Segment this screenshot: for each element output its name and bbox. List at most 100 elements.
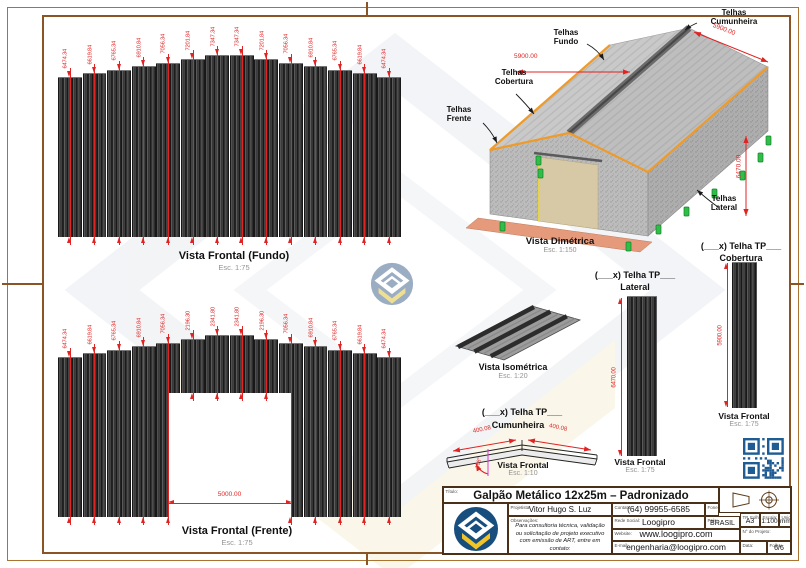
arrowhead: [362, 67, 367, 74]
arrowhead: [362, 237, 367, 243]
telha-cumunheira-vf: Vista Frontal: [497, 460, 549, 470]
roof-edge-highlights: [489, 44, 769, 173]
arrowhead: [190, 393, 195, 400]
arrowhead: [724, 401, 729, 407]
arrowhead: [190, 237, 195, 243]
dimension-leader: [339, 60, 341, 245]
dimension-leader: [69, 68, 71, 245]
arrowhead: [92, 347, 97, 354]
telha-lateral-vf: Vista Frontal: [614, 457, 666, 467]
arrowhead: [141, 60, 146, 67]
arrowhead: [337, 343, 342, 350]
panel-length-dimension: 6619.84: [357, 324, 364, 345]
telha-cumunheira-scale: Esc. 1:10: [508, 470, 538, 477]
phone-cell: Fone:: [705, 503, 719, 516]
arrowhead: [214, 237, 219, 243]
dimension-leader: [217, 326, 219, 402]
arrowhead: [312, 517, 317, 523]
project-title: Galpão Metálico 12x25m – Padronizado: [473, 489, 689, 502]
email-address: engenharia@loogipro.com: [626, 542, 726, 552]
entry-ramp: [465, 217, 653, 253]
arrowhead: [165, 517, 170, 523]
panel-length-dimension: 6910.84: [136, 317, 143, 338]
dimension-line: [620, 298, 622, 456]
roof-slope-dimension: 5900.00: [514, 53, 538, 60]
dimetrica-title: Vista Dimétrica: [525, 236, 595, 247]
notes-text: Para consultoria técnica, validação ou s…: [515, 523, 605, 552]
panel-length-dimension: 6910.84: [308, 317, 315, 338]
arrowhead: [214, 393, 219, 400]
centering-tick-right: [791, 283, 804, 285]
arrowhead: [337, 237, 342, 243]
telha-lateral-panel: [627, 296, 657, 456]
dimension-leader: [241, 46, 243, 245]
loogipro-logo: [454, 506, 498, 551]
fundo-scale: Esc. 1:75: [218, 263, 250, 272]
arrowhead: [285, 500, 292, 505]
arrowhead: [386, 517, 391, 523]
arrowhead: [239, 237, 244, 243]
telha-cobertura-vf: Vista Frontal: [718, 411, 770, 421]
callout-telhas-fundo: Telhas Fundo: [553, 28, 579, 46]
dimension-leader: [217, 46, 219, 245]
dimetrica-scale: Esc. 1:150: [543, 247, 577, 254]
telha-cobertura-scale: Esc. 1:75: [729, 421, 759, 428]
contact-cell: Contato: (64) 99955-6585: [612, 503, 705, 516]
callout-telhas-cumunheira: Telhas Cumunheira: [710, 8, 758, 26]
arrowhead: [116, 63, 121, 70]
centering-tick-left: [2, 283, 42, 285]
centering-tick-bottom: [366, 554, 368, 565]
country: BRASIL: [710, 520, 735, 527]
dimension-leader: [315, 337, 317, 525]
panel-length-dimension: 7056.34: [160, 314, 167, 334]
dimetric-view-drawing: [465, 22, 772, 253]
arrowhead: [141, 237, 146, 243]
arrowhead: [263, 333, 268, 340]
first-angle-projection-icon: [732, 490, 779, 510]
panel-length-dimension: 6765.34: [332, 41, 339, 61]
dimension-leader: [118, 340, 120, 525]
dimension-line: [726, 263, 728, 407]
arrowhead: [239, 329, 244, 336]
dimension-leader: [143, 337, 145, 525]
telha-cobertura-subtitle: Cobertura: [719, 253, 763, 263]
panel-length-dimension: 2341.80: [210, 306, 217, 327]
dimetric-dimension-lines: [516, 31, 769, 216]
dimension-leader: [94, 344, 96, 525]
dimension-leader: [192, 50, 194, 245]
door-lintel: [533, 151, 603, 163]
designer-cell: Projetista: Vitor Hugo S. Luz: [508, 503, 612, 516]
panel-length-dimension: 7347.34: [234, 26, 241, 47]
scale-cell: Escala: 1:100: [760, 513, 779, 527]
arrowhead: [214, 329, 219, 336]
tile-length-dimension: 6470.00: [611, 366, 618, 388]
arrowhead: [141, 517, 146, 523]
door-width-dimension: 5000.00: [217, 491, 242, 498]
arrowhead: [190, 53, 195, 60]
notes-cell: Observações: Para consultoria técnica, v…: [508, 516, 612, 554]
panel-length-dimension: 6474.34: [62, 48, 69, 68]
arrowhead: [288, 237, 293, 243]
arrowhead: [239, 393, 244, 400]
arrowhead: [337, 517, 342, 523]
arrowhead: [288, 336, 293, 343]
panel-length-dimension: 6619.84: [357, 44, 364, 65]
project-number-cell: N° do Projeto:: [740, 527, 791, 541]
ridge-cap-profile-drawing: [446, 438, 598, 476]
callout-leader-lines: [482, 22, 719, 208]
arrowhead: [312, 60, 317, 67]
dimension-leader: [143, 57, 145, 245]
arrowhead: [288, 56, 293, 63]
title-block: Título: Galpão Metálico 12x25m – Padroni…: [442, 486, 792, 555]
social-cell: Rede Social: Loogipro: [612, 516, 705, 529]
arrowhead: [263, 237, 268, 243]
panel-length-dimension: 7056.34: [160, 34, 167, 54]
drawing-scale: 1:100: [761, 518, 778, 525]
dimension-leader: [118, 60, 120, 245]
panel-length-dimension: 2341.80: [234, 306, 241, 327]
telha-lateral-subtitle: Lateral: [620, 282, 650, 292]
panel-length-dimension: 7201.84: [259, 30, 266, 51]
country-cell: País: BRASIL: [705, 516, 740, 529]
arrowhead: [92, 237, 97, 243]
dimension-leader: [290, 333, 292, 525]
